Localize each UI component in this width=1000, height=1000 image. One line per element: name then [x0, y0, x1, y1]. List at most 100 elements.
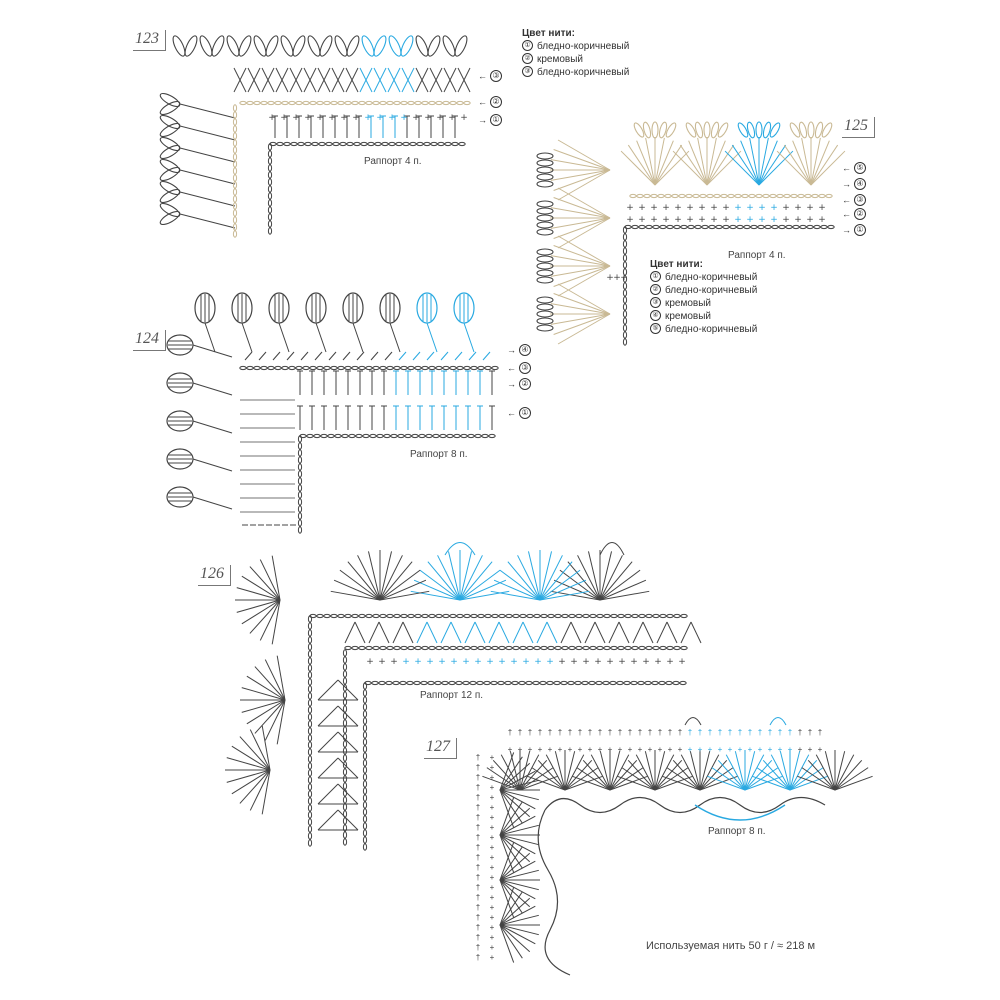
chain-stitch: [414, 613, 422, 619]
sc-stitch: +: [490, 823, 495, 832]
chain-stitch: [581, 680, 589, 686]
sc-stitch: +: [390, 657, 398, 667]
sc-stitch: +: [588, 745, 593, 754]
sc-stitch: †: [638, 728, 642, 737]
fan-stitch: [500, 754, 521, 791]
fan-stitch: [271, 555, 281, 601]
chain-stitch: [297, 456, 303, 464]
edge-chain-hi: [694, 804, 786, 821]
chain-stitch: [342, 649, 348, 657]
diag-stitch: [356, 351, 365, 361]
fan-stitch: [834, 754, 855, 791]
chain-stitch: [644, 680, 652, 686]
chain-stitch: [295, 365, 303, 371]
legend-num: ①: [650, 271, 661, 282]
chain-stitch: [344, 645, 352, 651]
chain-stitch: [307, 657, 313, 665]
sc-stitch: +: [316, 113, 324, 123]
chain-stitch: [451, 141, 459, 147]
sc-stitch: †: [538, 728, 542, 737]
sc-stitch: +: [678, 745, 683, 754]
sc-stitch: †: [476, 753, 480, 762]
fan-stitch: [333, 579, 381, 601]
chain-stitch: [358, 645, 366, 651]
petal: [226, 35, 240, 57]
cross-stitch: [429, 67, 443, 93]
cross-stitch: [261, 67, 275, 93]
petal: [536, 221, 554, 229]
diag-stitch: [454, 351, 463, 361]
sc-stitch: +: [352, 113, 360, 123]
petal: [536, 269, 554, 277]
fan-stitch: [564, 751, 576, 791]
row-number: ④: [854, 178, 866, 190]
chain-stitch: [622, 303, 628, 311]
chain-stitch: [435, 645, 443, 651]
chain-stitch: [630, 680, 638, 686]
chain-stitch: [334, 433, 342, 439]
chain-stitch: [658, 680, 666, 686]
chain-stitch: [297, 484, 303, 492]
picot: [684, 717, 702, 726]
fan-stitch: [553, 217, 611, 239]
chain-stitch: [477, 645, 485, 651]
chain-stitch: [267, 164, 273, 172]
chain-stitch: [342, 747, 348, 755]
petal: [159, 210, 181, 226]
fan-stitch: [706, 140, 726, 186]
diag-stitch: [317, 731, 339, 753]
chain-stitch: [372, 613, 380, 619]
chain-stitch: [297, 470, 303, 478]
chain-stitch: [624, 613, 632, 619]
sc-stitch: +: [626, 215, 634, 225]
fan-stitch: [246, 675, 286, 701]
diag-stitch: [272, 351, 281, 361]
fan-stitch: [824, 751, 836, 791]
fan-stitch: [499, 842, 515, 881]
chain-stitch: [323, 365, 331, 371]
fan-stitch: [752, 775, 791, 791]
chain-stitch: [602, 680, 610, 686]
chain-stitch: [362, 836, 368, 844]
sc-stitch: +: [818, 215, 826, 225]
diag-stitch: [344, 621, 356, 644]
sc-stitch: †: [728, 728, 732, 737]
sc-stitch: +: [568, 745, 573, 754]
fan-stitch: [789, 754, 810, 791]
diag-stitch: [337, 783, 359, 805]
sc-stitch: +: [728, 745, 733, 754]
cross-stitch: [359, 67, 373, 93]
chain-stitch: [806, 224, 814, 230]
diagram-number-127: 127: [424, 738, 457, 759]
chain-stitch: [325, 141, 333, 147]
row-number: ①: [854, 224, 866, 236]
sc-stitch: †: [476, 783, 480, 792]
chain-stitch: [497, 680, 505, 686]
fan-stitch: [645, 137, 656, 186]
petal: [536, 276, 554, 284]
fan-stitch: [367, 551, 381, 601]
chain-stitch: [267, 227, 273, 235]
chain-stitch: [652, 613, 660, 619]
fan-stitch: [815, 754, 836, 791]
row-number: ③: [490, 70, 502, 82]
diag-stitch: [560, 621, 572, 644]
chain-stitch: [267, 157, 273, 165]
chain-stitch: [348, 433, 356, 439]
sc-stitch: †: [718, 728, 722, 737]
sc-stitch: †: [578, 728, 582, 737]
chain-stitch: [362, 689, 368, 697]
fan-stitch: [539, 561, 573, 601]
chain-stitch: [381, 141, 389, 147]
sc-stitch: +: [508, 745, 513, 754]
chain-stitch: [342, 831, 348, 839]
cross-stitch: [443, 67, 457, 93]
chain-stitch: [232, 104, 238, 112]
sc-stitch: +: [378, 657, 386, 667]
sc-stitch: +: [782, 203, 790, 213]
fan-stitch: [550, 169, 611, 181]
chain-stitch: [365, 613, 373, 619]
stem: [204, 322, 216, 353]
chain-stitch: [362, 703, 368, 711]
chain-stitch: [342, 775, 348, 783]
